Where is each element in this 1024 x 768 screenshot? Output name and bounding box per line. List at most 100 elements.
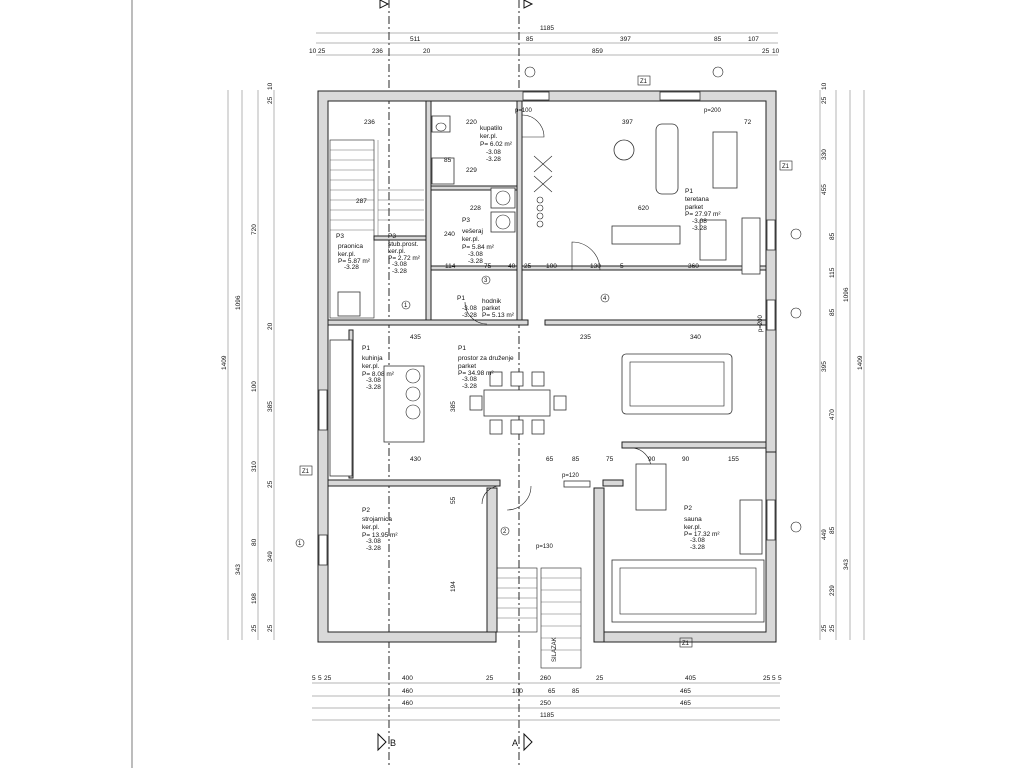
dim-right: 10 bbox=[821, 82, 828, 90]
room-code: P3 bbox=[336, 233, 344, 240]
room-area: P= 34.98 m² bbox=[458, 370, 494, 377]
dim-bottom-total: 1185 bbox=[540, 712, 554, 719]
dim-top-total: 1185 bbox=[540, 25, 554, 32]
dim-left: 100 bbox=[251, 381, 258, 392]
dim-bottom-1: 5 bbox=[318, 675, 322, 682]
dim-left: 349 bbox=[267, 551, 274, 562]
interior-dim: 85 bbox=[572, 456, 580, 463]
dim-bottom-1: 5 bbox=[312, 675, 316, 682]
interior-dim: 40 bbox=[508, 263, 516, 270]
opening-label: p=200 bbox=[758, 314, 764, 332]
dim-right: 470 bbox=[829, 409, 836, 420]
room-name: kuhinja bbox=[362, 355, 383, 362]
opening-label: p=130 bbox=[536, 544, 554, 550]
interior-dim: 90 bbox=[682, 456, 690, 463]
gym-equipment bbox=[533, 123, 761, 275]
room-code: P1 bbox=[458, 345, 466, 352]
dim-right: 25 bbox=[821, 624, 828, 632]
interior-dim: 385 bbox=[450, 401, 457, 412]
interior-dim: 240 bbox=[444, 231, 455, 238]
marker: Z1 bbox=[782, 164, 790, 170]
dim-bottom-1: 405 bbox=[685, 675, 696, 682]
dims-top: 1185 511 85 397 85 107 10 25 236 20 859 … bbox=[309, 25, 780, 56]
dim-right: 1409 bbox=[857, 355, 864, 370]
room-area: P= 13.95 m² bbox=[362, 532, 398, 539]
interior-dim: 55 bbox=[450, 496, 457, 504]
dim-top-2: 85 bbox=[526, 36, 534, 43]
stair-bottom: SILAZAK bbox=[496, 567, 582, 669]
dim-right: 85 bbox=[829, 526, 836, 534]
room-name: teretana bbox=[685, 196, 709, 203]
interior-dim: 435 bbox=[410, 334, 421, 341]
dim-bottom-2: 85 bbox=[572, 688, 580, 695]
interior-dim: 229 bbox=[466, 167, 477, 174]
room-level: -3.08 bbox=[392, 261, 407, 268]
marker: 1 bbox=[298, 541, 302, 547]
dim-right: 115 bbox=[829, 267, 836, 278]
interior-dim: 287 bbox=[356, 198, 367, 205]
dim-bottom-3: 465 bbox=[680, 700, 691, 707]
dim-left: 25 bbox=[267, 480, 274, 488]
room-code: P3 bbox=[388, 233, 396, 240]
room-area: P= 5.84 m² bbox=[462, 244, 495, 251]
room-kupatilo: kupatilo ker.pl. P= 6.02 m² -3.08 -3.28 bbox=[480, 125, 513, 163]
dim-left: 25 bbox=[267, 96, 274, 104]
dim-right: 455 bbox=[821, 184, 828, 195]
room-name: sauna bbox=[684, 516, 702, 523]
marker: Z1 bbox=[302, 469, 310, 475]
dim-top-3: 25 bbox=[762, 48, 770, 55]
interior-dim: 220 bbox=[466, 119, 477, 126]
stair-label: SILAZAK bbox=[552, 637, 558, 662]
dim-right: 330 bbox=[821, 149, 828, 160]
dim-left: 10 bbox=[267, 82, 274, 90]
interior-dim: 155 bbox=[728, 456, 739, 463]
room-floor: parket bbox=[482, 305, 500, 312]
opening-label: p=100 bbox=[515, 108, 533, 114]
interior-dim: 228 bbox=[470, 205, 481, 212]
living-furniture bbox=[329, 339, 733, 477]
interior-dim: 25 bbox=[524, 263, 532, 270]
dim-left: 25 bbox=[251, 624, 258, 632]
interior-dim: 90 bbox=[648, 456, 656, 463]
room-code: P3 bbox=[462, 217, 470, 224]
room-level: -3.28 bbox=[366, 384, 381, 391]
room-stub-prost: P3 stub.prost. ker.pl. P= 2.72 m² -3.08 … bbox=[388, 233, 421, 275]
marker: 2 bbox=[503, 529, 507, 535]
room-floor: ker.pl. bbox=[462, 236, 480, 243]
room-kuhinja: P1 kuhinja ker.pl. P= 8.08 m² -3.08 -3.2… bbox=[362, 345, 395, 391]
dim-left: 1096 bbox=[235, 295, 242, 310]
room-prostor-za-druzenje: P1 prostor za druženje parket P= 34.98 m… bbox=[458, 345, 514, 390]
dim-bottom-3: 460 bbox=[402, 700, 413, 707]
section-arrow-b-top bbox=[379, 0, 390, 9]
interior-dim: 397 bbox=[622, 119, 633, 126]
room-level: -3.28 bbox=[462, 383, 477, 390]
interior-dims: 236 220 397 72 85 229 287 620 240 228 11… bbox=[356, 119, 752, 592]
marker: Z1 bbox=[640, 79, 648, 85]
room-name: praonica bbox=[338, 243, 363, 250]
dim-top-3: 20 bbox=[423, 48, 431, 55]
interior-dim: 360 bbox=[688, 263, 699, 270]
stair-left bbox=[329, 139, 424, 319]
dim-left: 198 bbox=[251, 593, 258, 604]
interior-dim: 5 bbox=[620, 263, 624, 270]
room-floor: ker.pl. bbox=[362, 363, 380, 370]
dim-right: 85 bbox=[829, 232, 836, 240]
dim-bottom-3: 250 bbox=[540, 700, 551, 707]
room-level: -3.08 bbox=[486, 149, 501, 156]
dim-right: 1096 bbox=[843, 287, 850, 302]
sauna-fixtures bbox=[611, 463, 765, 623]
room-level: -3.08 bbox=[692, 218, 707, 225]
marker: 4 bbox=[603, 296, 607, 302]
room-level: -3.08 bbox=[468, 251, 483, 258]
interior-dim: 235 bbox=[580, 334, 591, 341]
room-code: P1 bbox=[362, 345, 370, 352]
room-level: -3.08 bbox=[462, 376, 477, 383]
room-level: -3.28 bbox=[468, 258, 483, 265]
section-label-b: B bbox=[390, 738, 396, 748]
dim-bottom-1: 400 bbox=[402, 675, 413, 682]
room-code: P1 bbox=[457, 295, 465, 302]
room-sauna: P2 sauna ker.pl. P= 17.32 m² -3.08 -3.28 bbox=[684, 505, 720, 551]
interior-dim: 75 bbox=[484, 263, 492, 270]
dim-left: 310 bbox=[251, 461, 258, 472]
interior-dim: 620 bbox=[638, 205, 649, 212]
